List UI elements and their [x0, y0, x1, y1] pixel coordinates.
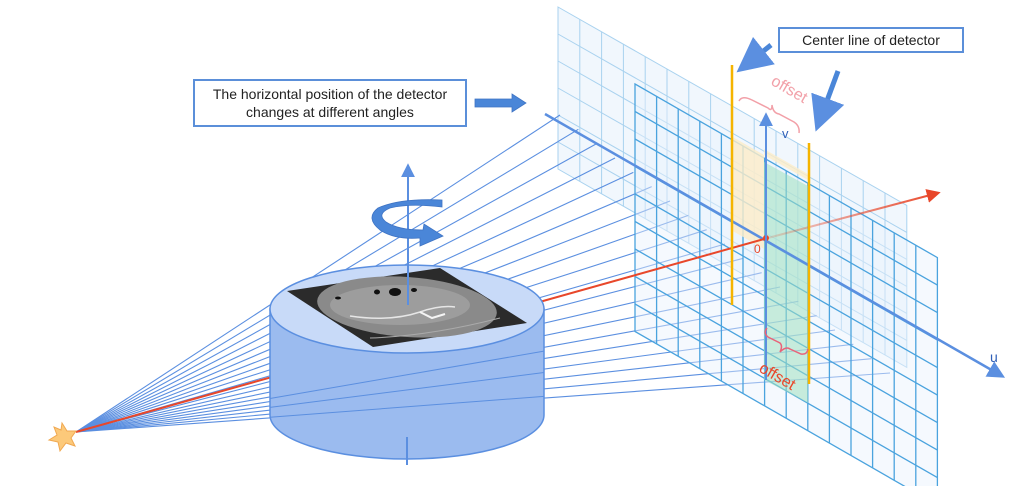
- ct-slice: [287, 268, 527, 347]
- callout-center-line-text: Center line of detector: [802, 32, 940, 48]
- offset-label-top: offset: [768, 73, 811, 107]
- callout-horizontal-line1: The horizontal position of the detector: [212, 86, 448, 102]
- callout-arrow-left-icon: [736, 36, 775, 73]
- callout-center-line: Center line of detector: [778, 27, 964, 53]
- beam-rays-front: [269, 350, 545, 418]
- u-axis: [544, 112, 1006, 378]
- beam-ray-front: [269, 350, 545, 399]
- highlight-yellow-strip: [731, 136, 764, 249]
- highlight-green-strip: [764, 162, 808, 403]
- origin-label: 0: [754, 242, 761, 256]
- offset-brace-top: [738, 97, 800, 134]
- central-ray-extension: [763, 189, 941, 240]
- beam-ray-front: [269, 395, 545, 418]
- u-axis-label: u: [990, 349, 998, 365]
- v-axis-label: v: [782, 126, 789, 141]
- beam-ray: [75, 114, 561, 433]
- callout-horizontal-position: The horizontal position of the detector …: [193, 79, 467, 127]
- offset-brace-bottom: [764, 327, 809, 355]
- rotation-arrow-icon: [371, 199, 444, 247]
- highlight-yellow-strip-b: [764, 149, 808, 180]
- x-ray-source-star-icon: [47, 421, 77, 453]
- callout-arrow-right-icon: [474, 93, 527, 113]
- callout-horizontal-line2: changes at different angles: [246, 104, 414, 120]
- callout-arrow-down-icon: [811, 70, 845, 132]
- beam-ray-front: [269, 372, 545, 408]
